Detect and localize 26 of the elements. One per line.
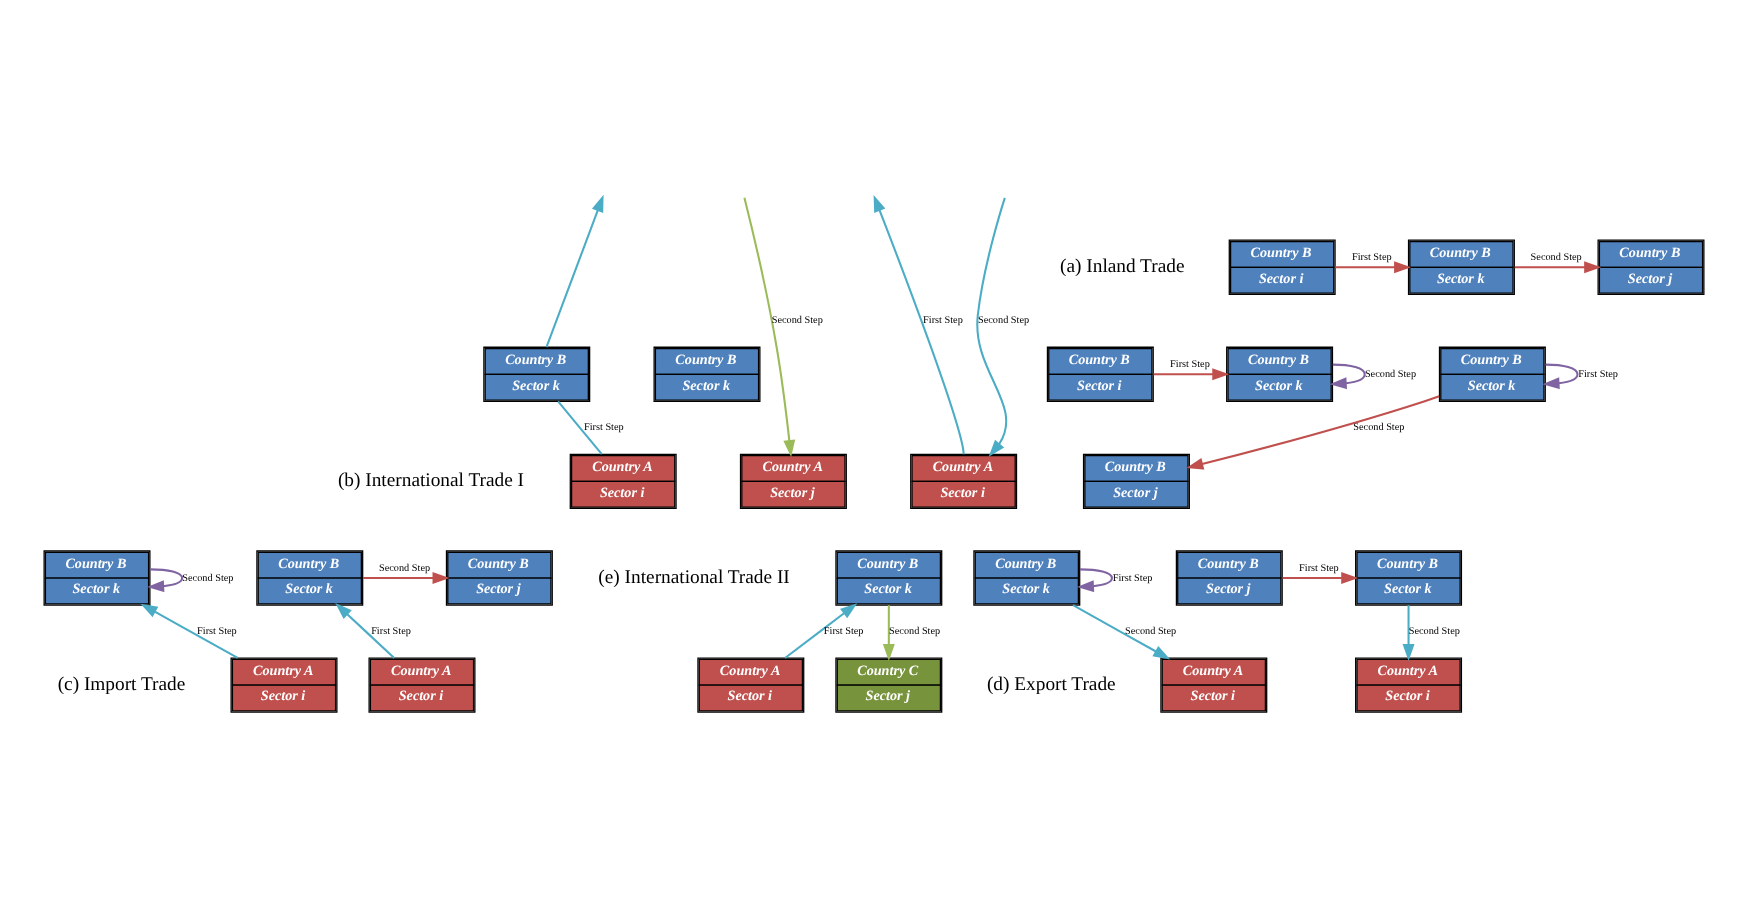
arrow (147, 567, 184, 592)
arrow (1514, 260, 1602, 273)
arrow (1335, 260, 1412, 273)
label: (b) International Trade I (337, 468, 525, 491)
arrow (1072, 603, 1171, 659)
arrow (873, 193, 965, 454)
arrow (882, 604, 895, 661)
arrow (1542, 362, 1579, 389)
label: (e) International Trade II (598, 565, 790, 588)
label: (c) Import Trade (57, 672, 186, 695)
arrow (743, 196, 796, 457)
arrow (1329, 362, 1366, 389)
label: (a) Inland Trade (1060, 254, 1185, 277)
arrow (1076, 567, 1113, 592)
label: (d) Export Trade (986, 672, 1116, 695)
arrow (1282, 571, 1359, 584)
arrow (335, 602, 395, 658)
arrow (363, 571, 450, 584)
arrow (1402, 604, 1415, 661)
connector (557, 399, 603, 454)
arrow (1153, 367, 1230, 380)
arrow (784, 602, 858, 658)
arrow (1186, 394, 1440, 469)
arrow (976, 196, 1008, 456)
arrow (140, 602, 239, 658)
arrow (545, 193, 604, 347)
